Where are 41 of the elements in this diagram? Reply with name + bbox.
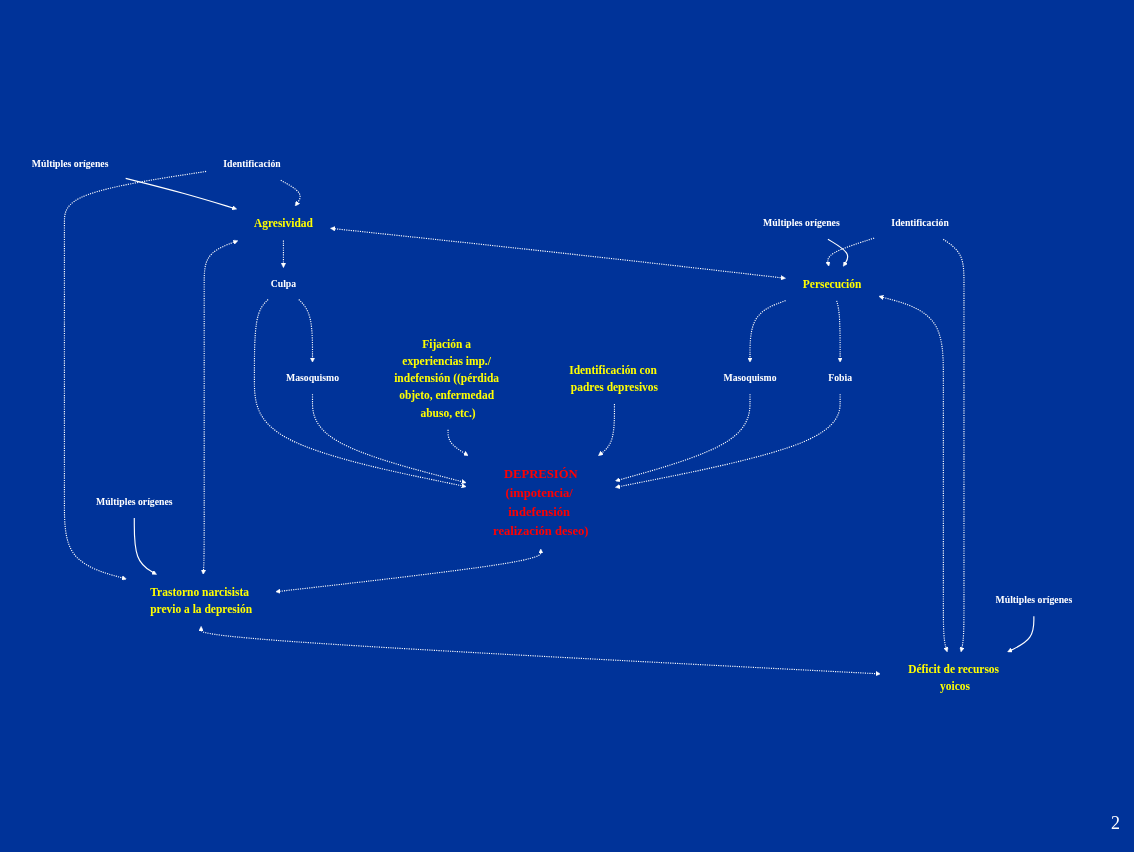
arrow [330,226,786,281]
node-text: Múltiples orígenes [995,594,1073,606]
arrow [825,237,875,267]
node-text: Déficit de recursos yoicos [908,662,1000,693]
node-text: Identificación con padres depresivos [569,363,659,394]
node-text: Culpa [270,277,297,289]
node-text: Agresividad [253,217,313,230]
page-number: 2 [1111,813,1120,833]
arrow [878,295,949,653]
arrow [942,238,965,653]
node-text: Masoquismo [285,372,340,384]
node-text: Identificación [223,158,281,170]
node-text: Fijación a experiencias imp./ indefensión ((pérdida objeto, enfermedad abuso, etc.) [394,337,500,419]
node-text: Identificación [891,217,949,229]
arrow [1007,615,1035,653]
arrow [280,179,301,207]
arrow [615,393,841,489]
arrow [827,238,849,267]
arrow [280,239,286,268]
arrow [201,239,239,575]
node-text: DEPRESIÓN (impotencia/ indefensión realización deseo) [493,466,589,538]
node-text: Masoquismo [723,372,777,384]
node-text: Persecución [802,277,862,290]
arrow [125,177,237,211]
arrow [133,517,157,575]
arrow [598,403,615,456]
arrow [447,429,469,456]
arrow [311,393,467,485]
node-text: Fobia [828,372,853,384]
arrow [63,170,207,581]
arrow [198,626,881,677]
node-text: Múltiples orígenes [763,217,840,229]
arrow [747,300,787,363]
arrow [298,298,315,363]
node-text: Trastorno narcisista previo a la depresión [150,585,253,616]
arrow [615,393,751,483]
node-text: Múltiples orígenes [95,496,173,508]
arrow [253,298,467,489]
arrow [275,548,544,594]
node-text: Múltiples orígenes [31,158,109,170]
arrow [836,300,843,363]
